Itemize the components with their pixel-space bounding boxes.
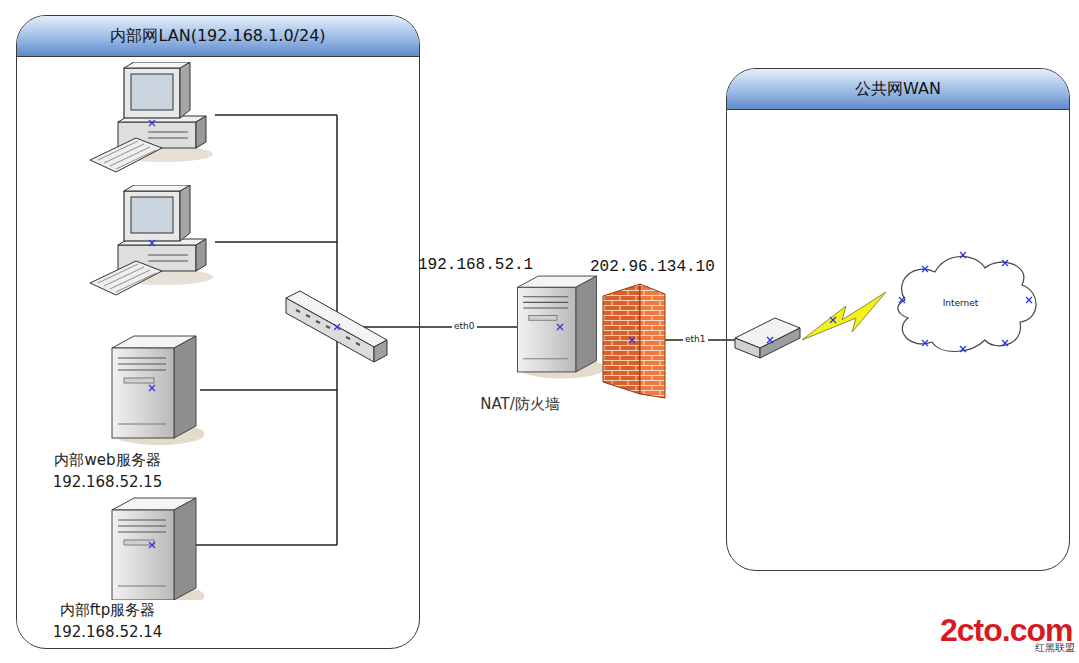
ip-address: 192.168.52.1 <box>418 256 533 274</box>
wan-panel: 公共网WAN Internet <box>726 68 1070 571</box>
lan-wires <box>195 115 770 545</box>
web-server-text: 内部web服务器 192.168.52.15 <box>16 450 203 494</box>
interface-name: eth1 <box>683 334 708 344</box>
web-server: 内部web服务器 192.168.52.15 <box>16 330 203 494</box>
wireless-link <box>802 292 886 340</box>
internet-cloud-node-text: Internet <box>943 298 979 308</box>
internet-cloud-node: Internet <box>911 272 1011 334</box>
nat-firewall: NAT/防火墙 <box>440 268 600 414</box>
lan-panel: 内部网LAN(192.168.1.0/24) 内部web服务器 192.168.5… <box>16 15 420 649</box>
server-icon <box>112 336 205 445</box>
connection-markers <box>149 120 1032 548</box>
internet-cloud <box>898 256 1036 351</box>
ip-address: 202.96.134.10 <box>590 258 715 276</box>
lan-panel-text: 内部网LAN(192.168.1.0/24) <box>17 16 419 57</box>
ftp-server-text: 内部ftp服务器 192.168.52.14 <box>16 600 203 644</box>
modem-icon <box>735 318 800 358</box>
watermark: 红黑联盟 <box>1035 641 1075 655</box>
pc-icon <box>90 185 213 295</box>
pc-icon <box>90 62 213 172</box>
interface-name: eth0 <box>452 321 477 331</box>
wan-panel-text: 公共网WAN <box>727 69 1069 110</box>
firewall-wall <box>603 284 665 398</box>
ftp-server: 内部ftp服务器 192.168.52.14 <box>16 494 203 644</box>
server-icon <box>518 276 605 378</box>
nat-firewall-text: NAT/防火墙 <box>478 395 562 414</box>
server-icon <box>112 498 205 607</box>
switch-icon <box>286 291 387 362</box>
